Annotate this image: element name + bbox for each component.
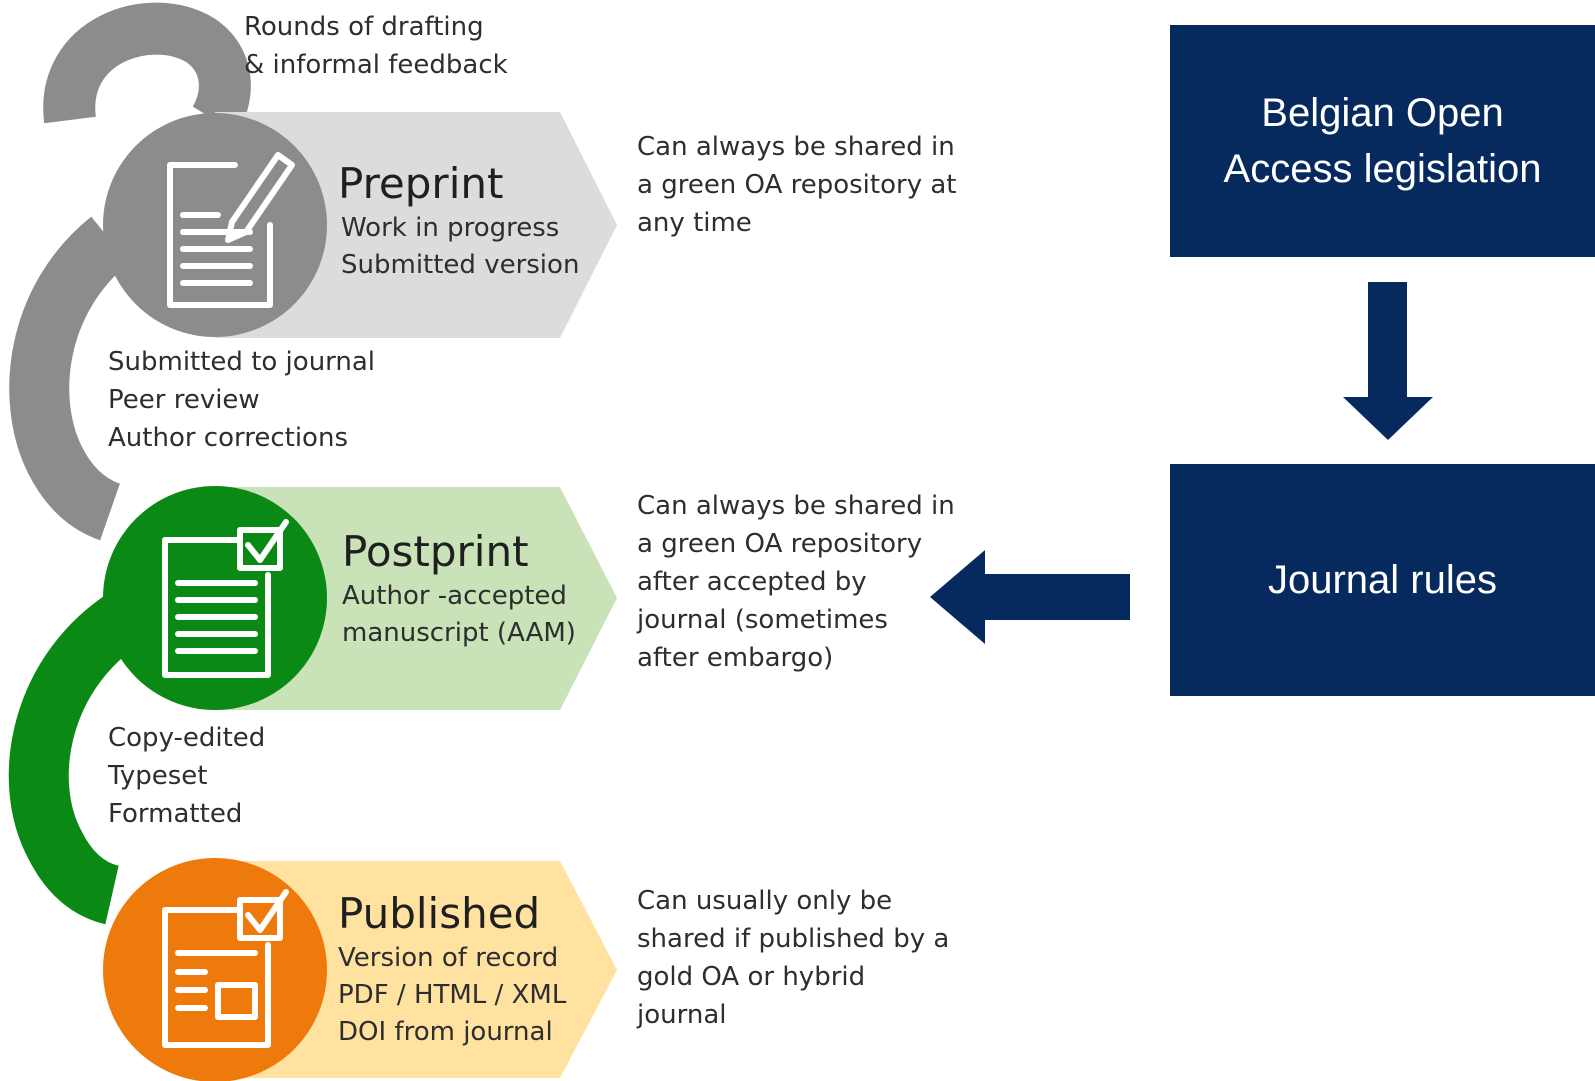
- transition-steps-review: Submitted to journal Peer review Author …: [108, 343, 375, 457]
- preprint-chevron: [215, 112, 617, 338]
- postprint-sharing-note: Can always be shared in a green OA repos…: [637, 487, 955, 677]
- sharing-line: journal (sometimes: [637, 605, 888, 635]
- connector-postprint-published: [8, 589, 147, 925]
- down-arrow: [1343, 282, 1433, 440]
- legislation-text: Belgian Open Access legislation: [1224, 85, 1542, 197]
- feedback-loop-note: Rounds of drafting & informal feedback: [244, 8, 508, 84]
- sharing-line: after embargo): [637, 643, 834, 673]
- postprint-label-group: Postprint Author -accepted manuscript (A…: [342, 528, 576, 652]
- transition-step: Peer review: [108, 385, 260, 415]
- postprint-chevron: [215, 487, 617, 710]
- published-sharing-note: Can usually only be shared if published …: [637, 882, 949, 1034]
- sharing-line: a green OA repository: [637, 529, 923, 559]
- sharing-line: journal: [637, 1000, 727, 1030]
- published-title: Published: [338, 889, 541, 938]
- transition-steps-production: Copy-edited Typeset Formatted: [108, 719, 265, 833]
- preprint-label-group: Preprint Work in progress Submitted vers…: [338, 160, 579, 284]
- published-subline: DOI from journal: [338, 1017, 553, 1047]
- postprint-title: Postprint: [342, 527, 529, 576]
- preprint-subline: Work in progress: [341, 213, 560, 243]
- sharing-line: Can always be shared in: [637, 132, 955, 162]
- preprint-sharing-note: Can always be shared in a green OA repos…: [637, 128, 956, 242]
- published-label-group: Published Version of record PDF / HTML /…: [338, 890, 566, 1051]
- transition-step: Author corrections: [108, 423, 348, 453]
- feedback-loop-line: & informal feedback: [244, 50, 508, 80]
- sharing-line: Can usually only be: [637, 886, 893, 916]
- transition-step: Typeset: [108, 761, 208, 791]
- sharing-line: shared if published by a: [637, 924, 950, 954]
- left-arrow: [930, 550, 1130, 644]
- legislation-line: Belgian Open: [1261, 91, 1504, 135]
- feedback-loop-line: Rounds of drafting: [244, 12, 484, 42]
- legislation-box: Belgian Open Access legislation: [1170, 25, 1595, 257]
- postprint-subline: Author -accepted: [342, 581, 567, 611]
- document-check-icon: [162, 519, 289, 678]
- published-chevron: [215, 861, 617, 1078]
- sharing-line: after accepted by: [637, 567, 867, 597]
- transition-step: Formatted: [108, 799, 243, 829]
- preprint-title: Preprint: [338, 159, 504, 208]
- legislation-line: Access legislation: [1223, 147, 1542, 191]
- feedback-loop-arc: [43, 2, 251, 134]
- connector-preprint-postprint: [9, 216, 130, 541]
- sharing-line: Can always be shared in: [637, 491, 955, 521]
- sharing-line: a green OA repository at: [637, 170, 957, 200]
- journal-rules-text: Journal rules: [1267, 558, 1497, 602]
- published-subline: PDF / HTML / XML: [338, 980, 567, 1010]
- sharing-line: gold OA or hybrid: [637, 962, 866, 992]
- document-edit-icon: [167, 152, 295, 308]
- postprint-subline: manuscript (AAM): [342, 618, 576, 648]
- published-document-icon: [162, 889, 289, 1048]
- transition-step: Submitted to journal: [108, 347, 376, 377]
- journal-rules-box: Journal rules: [1170, 464, 1595, 696]
- sharing-line: any time: [637, 208, 752, 238]
- preprint-subline: Submitted version: [341, 250, 580, 280]
- transition-step: Copy-edited: [108, 723, 266, 753]
- published-subline: Version of record: [338, 943, 559, 973]
